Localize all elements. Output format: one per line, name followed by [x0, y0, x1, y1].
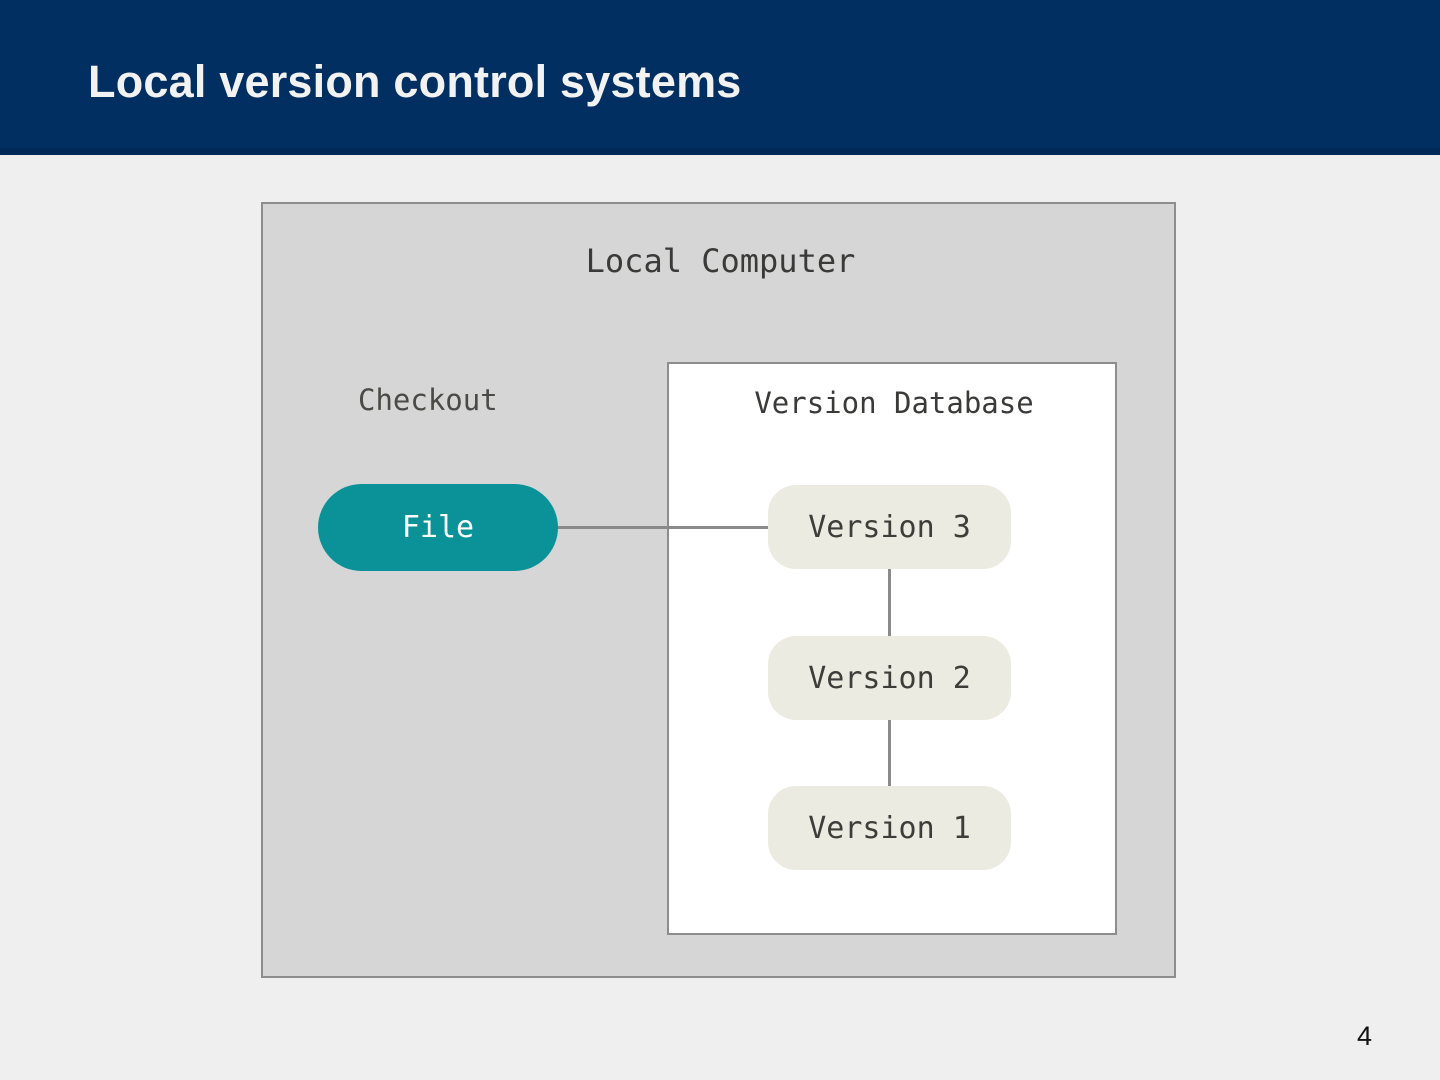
slide-title-bar: Local version control systems	[0, 0, 1440, 155]
checkout-label: Checkout	[358, 383, 498, 417]
file-node[interactable]: File	[318, 484, 558, 571]
version-node-2[interactable]: Version 2	[768, 636, 1011, 720]
page-title: Local version control systems	[88, 56, 742, 107]
connector-version-3-to-version-2	[888, 568, 891, 638]
connector-file-to-version-3	[556, 526, 770, 529]
version-node-3[interactable]: Version 3	[768, 485, 1011, 569]
version-database-label: Version Database	[754, 386, 1034, 420]
local-computer-label: Local Computer	[585, 242, 856, 280]
title-bar-accent-stripe	[0, 148, 1440, 155]
version-node-1[interactable]: Version 1	[768, 786, 1011, 870]
connector-version-2-to-version-1	[888, 719, 891, 788]
page-number: 4	[1357, 1021, 1373, 1051]
